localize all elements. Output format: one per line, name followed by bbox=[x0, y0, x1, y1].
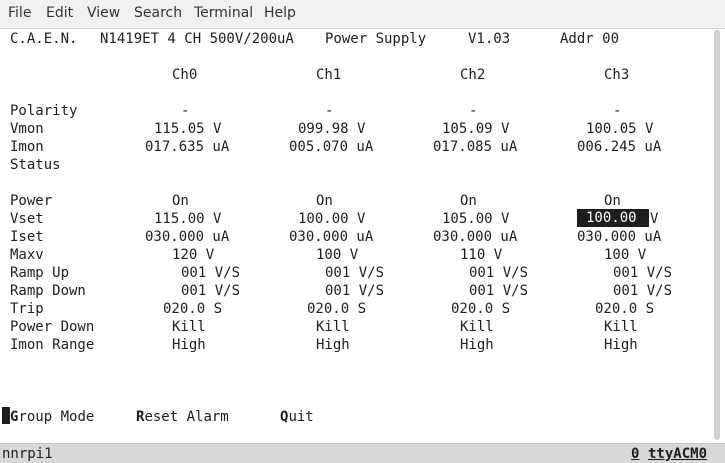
vmon-ch2: 105.09 V bbox=[442, 121, 510, 137]
menu-view[interactable]: View bbox=[87, 5, 121, 21]
iset-ch3[interactable]: 030.000 uA bbox=[577, 229, 662, 245]
header-version: V1.03 bbox=[468, 31, 511, 47]
imon-range-ch1[interactable]: High bbox=[316, 337, 350, 353]
vmon-ch3: 100.05 V bbox=[586, 121, 654, 137]
ramp-down-ch3[interactable]: 001 V/S bbox=[613, 283, 673, 299]
label-power-down: Power Down bbox=[10, 319, 95, 335]
terminal-scrollbar[interactable] bbox=[714, 30, 720, 440]
label-trip: Trip bbox=[10, 301, 44, 317]
polarity-ch1: - bbox=[325, 103, 334, 119]
quit-label: uit bbox=[288, 409, 314, 425]
label-ramp-down: Ramp Down bbox=[10, 283, 86, 299]
power-ch2[interactable]: On bbox=[460, 193, 477, 209]
vset-ch3-selected[interactable]: 100.00 bbox=[577, 209, 649, 227]
label-status: Status bbox=[10, 157, 61, 173]
power-down-ch2[interactable]: Kill bbox=[460, 319, 494, 335]
polarity-ch0: - bbox=[181, 103, 190, 119]
menu-file[interactable]: File bbox=[8, 5, 32, 21]
group-mode-label: roup Mode bbox=[18, 409, 95, 425]
vmon-ch1: 099.98 V bbox=[298, 121, 366, 137]
imon-range-ch3[interactable]: High bbox=[604, 337, 638, 353]
vset-ch2[interactable]: 105.00 V bbox=[442, 211, 510, 227]
vset-ch3-unit: V bbox=[650, 211, 659, 227]
label-ramp-up: Ramp Up bbox=[10, 265, 70, 281]
trip-ch2[interactable]: 020.0 S bbox=[451, 301, 511, 317]
channel-header-0: Ch0 bbox=[172, 67, 198, 83]
polarity-ch3: - bbox=[613, 103, 622, 119]
group-mode-hotkey: G bbox=[10, 409, 19, 425]
vset-ch1[interactable]: 100.00 V bbox=[298, 211, 366, 227]
maxv-ch1[interactable]: 100 V bbox=[316, 247, 359, 263]
menu-edit[interactable]: Edit bbox=[46, 5, 74, 21]
menu-help[interactable]: Help bbox=[264, 5, 296, 21]
iset-ch1[interactable]: 030.000 uA bbox=[289, 229, 374, 245]
ramp-down-ch0[interactable]: 001 V/S bbox=[181, 283, 241, 299]
power-down-ch1[interactable]: Kill bbox=[316, 319, 350, 335]
polarity-ch2: - bbox=[469, 103, 478, 119]
header-addr: Addr 00 bbox=[560, 31, 620, 47]
label-imon-range: Imon Range bbox=[10, 337, 95, 353]
imon-ch2: 017.085 uA bbox=[433, 139, 518, 155]
ramp-down-ch2[interactable]: 001 V/S bbox=[469, 283, 529, 299]
menu-terminal[interactable]: Terminal bbox=[194, 5, 254, 21]
menu-bar: File Edit View Search Terminal Help bbox=[0, 0, 725, 29]
trip-ch0[interactable]: 020.0 S bbox=[163, 301, 223, 317]
imon-range-ch0[interactable]: High bbox=[172, 337, 206, 353]
quit-command[interactable]: Quit bbox=[280, 408, 314, 426]
terminal-screen[interactable]: C.A.E.N. N1419ET 4 CH 500V/200uA Power S… bbox=[0, 28, 718, 443]
label-vset: Vset bbox=[10, 211, 44, 227]
trip-ch1[interactable]: 020.0 S bbox=[307, 301, 367, 317]
vset-ch0[interactable]: 115.00 V bbox=[154, 211, 222, 227]
reset-alarm-command[interactable]: Reset Alarm bbox=[136, 408, 229, 426]
imon-range-ch2[interactable]: High bbox=[460, 337, 494, 353]
status-window-index[interactable]: 0 bbox=[631, 446, 640, 462]
reset-alarm-label: eset Alarm bbox=[144, 409, 229, 425]
header-product: Power Supply bbox=[325, 31, 427, 47]
ramp-up-ch1[interactable]: 001 V/S bbox=[325, 265, 385, 281]
channel-header-2: Ch2 bbox=[460, 67, 486, 83]
vmon-ch0: 115.05 V bbox=[154, 121, 222, 137]
header-brand: C.A.E.N. bbox=[10, 31, 78, 47]
power-ch1[interactable]: On bbox=[316, 193, 333, 209]
power-ch3[interactable]: On bbox=[604, 193, 621, 209]
menu-search[interactable]: Search bbox=[134, 5, 183, 21]
tmux-status-bar: nnrpi1 0 ttyACM0 bbox=[0, 443, 725, 463]
ramp-down-ch1[interactable]: 001 V/S bbox=[325, 283, 385, 299]
ramp-up-ch3[interactable]: 001 V/S bbox=[613, 265, 673, 281]
power-down-ch0[interactable]: Kill bbox=[172, 319, 206, 335]
maxv-ch3[interactable]: 100 V bbox=[604, 247, 647, 263]
label-iset: Iset bbox=[10, 229, 44, 245]
imon-ch1: 005.070 uA bbox=[289, 139, 374, 155]
header-model: N1419ET 4 CH 500V/200uA bbox=[100, 31, 294, 47]
label-polarity: Polarity bbox=[10, 103, 78, 119]
label-imon: Imon bbox=[10, 139, 44, 155]
status-tty[interactable]: ttyACM0 bbox=[648, 446, 708, 462]
channel-header-3: Ch3 bbox=[604, 67, 630, 83]
ramp-up-ch0[interactable]: 001 V/S bbox=[181, 265, 241, 281]
trip-ch3[interactable]: 020.0 S bbox=[595, 301, 655, 317]
power-down-ch3[interactable]: Kill bbox=[604, 319, 638, 335]
iset-ch2[interactable]: 030.000 uA bbox=[433, 229, 518, 245]
label-maxv: Maxv bbox=[10, 247, 44, 263]
reset-alarm-hotkey: R bbox=[136, 409, 145, 425]
iset-ch0[interactable]: 030.000 uA bbox=[145, 229, 230, 245]
ramp-up-ch2[interactable]: 001 V/S bbox=[469, 265, 529, 281]
terminal-cursor bbox=[2, 407, 10, 424]
label-vmon: Vmon bbox=[10, 121, 44, 137]
imon-ch3: 006.245 uA bbox=[577, 139, 662, 155]
power-ch0[interactable]: On bbox=[172, 193, 189, 209]
maxv-ch0[interactable]: 120 V bbox=[172, 247, 215, 263]
status-hostname: nnrpi1 bbox=[2, 446, 53, 462]
label-power: Power bbox=[10, 193, 53, 209]
maxv-ch2[interactable]: 110 V bbox=[460, 247, 503, 263]
group-mode-command[interactable]: Group Mode bbox=[10, 408, 94, 426]
channel-header-1: Ch1 bbox=[316, 67, 342, 83]
quit-hotkey: Q bbox=[280, 409, 289, 425]
imon-ch0: 017.635 uA bbox=[145, 139, 230, 155]
